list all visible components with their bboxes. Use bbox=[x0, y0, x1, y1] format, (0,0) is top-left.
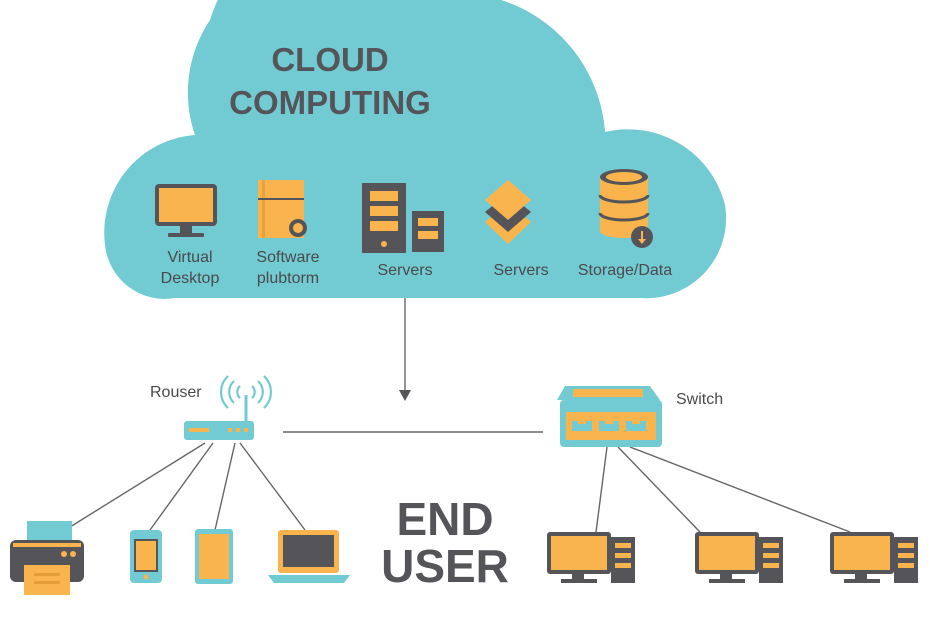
database-icon bbox=[598, 169, 653, 248]
servers-label: Servers bbox=[377, 262, 433, 279]
router-icon bbox=[184, 395, 254, 440]
software-platform-label-line2: plubtorm bbox=[256, 270, 320, 287]
monitor-icon bbox=[155, 184, 217, 237]
connector-lines bbox=[69, 298, 851, 533]
storage-data-label: Storage/Data bbox=[577, 262, 673, 279]
software-platform-label-line1: Software bbox=[256, 249, 320, 266]
switch-icon bbox=[557, 386, 662, 447]
router-to-phone-line bbox=[149, 442, 214, 531]
software-folder-icon bbox=[258, 180, 307, 238]
switch-label: Switch bbox=[676, 391, 724, 408]
software-platform-label: Software plubtorm bbox=[238, 247, 338, 289]
end-user-line2: USER bbox=[381, 540, 509, 592]
smartphone-icon bbox=[130, 530, 162, 583]
desktop-computer-icon bbox=[830, 532, 918, 583]
router-to-tablet-line bbox=[214, 442, 236, 531]
switch-to-pc1-line bbox=[595, 446, 608, 533]
switch-to-pc3-line bbox=[629, 446, 851, 533]
laptop-icon bbox=[268, 530, 350, 583]
virtual-desktop-label-line2: Desktop bbox=[160, 270, 220, 287]
layers-icon bbox=[485, 180, 531, 244]
end-user-line1: END bbox=[396, 493, 494, 545]
cloud-title-line1: CLOUD bbox=[271, 41, 389, 78]
switch-to-pc2-line bbox=[617, 446, 701, 533]
arrow-down-icon bbox=[399, 390, 411, 401]
cloud-title-line2: COMPUTING bbox=[229, 84, 431, 121]
tablet-icon bbox=[195, 529, 233, 584]
router-label: Rouser bbox=[150, 384, 202, 401]
wifi-signal-icon bbox=[220, 375, 272, 409]
virtual-desktop-label-line1: Virtual bbox=[167, 249, 213, 266]
printer-icon bbox=[10, 521, 84, 595]
servers-layers-label: Servers bbox=[493, 262, 549, 279]
desktop-computer-icon bbox=[695, 532, 783, 583]
router-to-printer-line bbox=[69, 442, 206, 528]
desktop-computer-icon bbox=[547, 532, 635, 583]
servers-icon bbox=[362, 183, 444, 253]
virtual-desktop-label: Virtual Desktop bbox=[145, 247, 235, 289]
router-to-laptop-line bbox=[239, 442, 306, 531]
